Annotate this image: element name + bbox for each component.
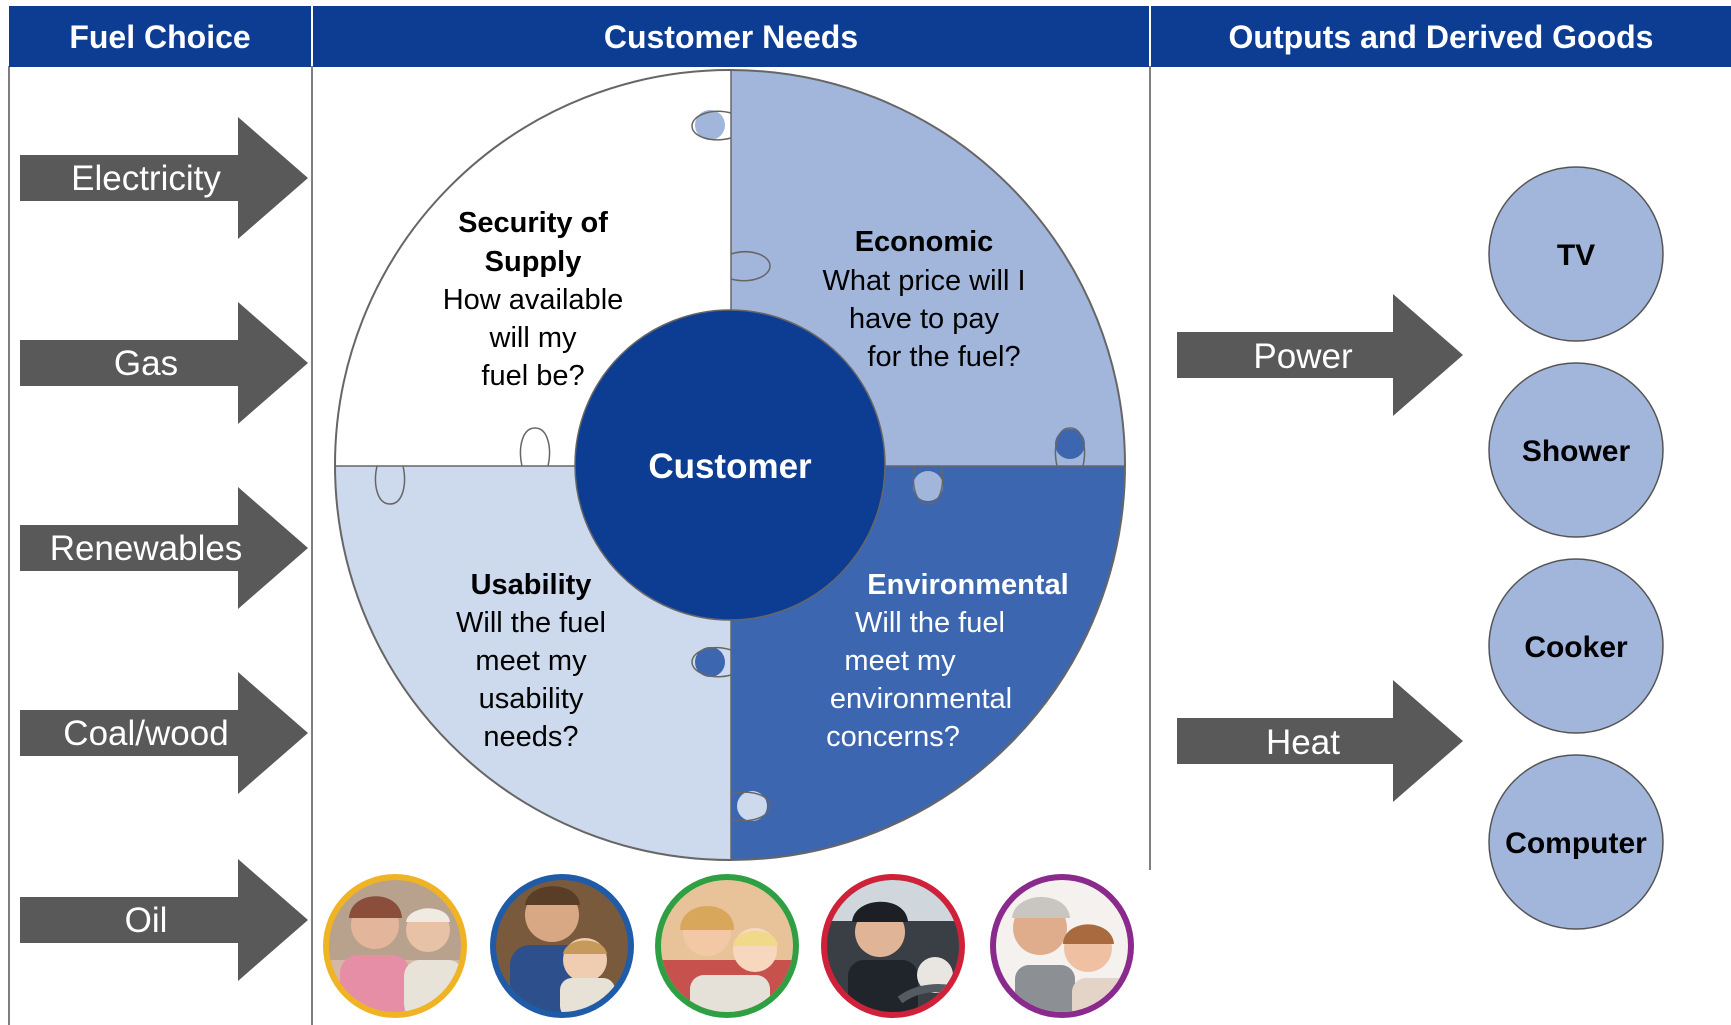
need-title: Security of bbox=[458, 207, 608, 239]
good-tv: TV bbox=[1488, 166, 1664, 342]
need-economic: Economic What price will I have to pay f… bbox=[822, 226, 1025, 373]
derived-goods: TV Shower Cooker Computer bbox=[1488, 166, 1664, 930]
elderly-couple-photo bbox=[323, 874, 467, 1018]
good-label: Computer bbox=[1505, 827, 1647, 860]
output-arrow-power: Power bbox=[1177, 294, 1463, 416]
need-security-of-supply: Security of Supply How available will my… bbox=[443, 207, 624, 392]
header-outputs: Outputs and Derived Goods bbox=[1229, 19, 1654, 55]
good-shower: Shower bbox=[1488, 362, 1664, 538]
fuel-arrows: Electricity Gas Renewables Coal/wood Oil bbox=[20, 117, 308, 981]
output-arrows: Power Heat bbox=[1177, 294, 1463, 802]
need-question: Will the fuel bbox=[456, 607, 606, 639]
need-environmental: Environmental Will the fuel meet my envi… bbox=[826, 569, 1069, 753]
arrow-right-icon bbox=[20, 672, 308, 794]
good-cooker: Cooker bbox=[1488, 558, 1664, 734]
good-circle bbox=[1488, 362, 1664, 538]
driver-photo bbox=[821, 874, 965, 1018]
good-circle bbox=[1488, 166, 1664, 342]
need-question: Will the fuel bbox=[855, 607, 1005, 639]
arrow-right-icon bbox=[1177, 294, 1463, 416]
smiling-couple-photo bbox=[990, 874, 1134, 1018]
fuel-label: Coal/wood bbox=[63, 714, 228, 753]
header-bar: Fuel Choice Customer Needs Outputs and D… bbox=[9, 6, 1731, 67]
header-fuel-choice: Fuel Choice bbox=[69, 19, 250, 55]
mother-and-child-photo bbox=[655, 874, 799, 1018]
header-customer-needs-bg bbox=[313, 6, 1149, 67]
need-question: usability bbox=[479, 683, 584, 715]
customer-center-label: Customer bbox=[648, 447, 812, 486]
output-label: Heat bbox=[1266, 723, 1340, 762]
output-arrow-heat: Heat bbox=[1177, 680, 1463, 802]
need-question: What price will I bbox=[822, 265, 1025, 297]
header-outputs-bg bbox=[1151, 6, 1731, 67]
need-question: fuel be? bbox=[481, 360, 584, 392]
fuel-label: Oil bbox=[125, 901, 168, 940]
need-title: Economic bbox=[855, 226, 994, 258]
good-circle bbox=[1488, 754, 1664, 930]
need-question: How available bbox=[443, 284, 624, 316]
arrow-right-icon bbox=[20, 859, 308, 981]
good-label: Shower bbox=[1522, 435, 1631, 468]
good-computer: Computer bbox=[1488, 754, 1664, 930]
column-frame bbox=[8, 66, 1151, 1025]
need-question: environmental bbox=[830, 683, 1012, 715]
need-question: needs? bbox=[483, 721, 578, 753]
fuel-arrow-renewables: Renewables bbox=[20, 487, 308, 609]
fuel-arrow-electricity: Electricity bbox=[20, 117, 308, 239]
need-question: meet my bbox=[844, 645, 956, 677]
puzzle-tabs bbox=[374, 110, 1086, 822]
need-question: have to pay bbox=[849, 303, 999, 335]
good-label: TV bbox=[1557, 239, 1595, 272]
good-circle bbox=[1488, 558, 1664, 734]
need-question: for the fuel? bbox=[867, 341, 1020, 373]
arrow-right-icon bbox=[20, 117, 308, 239]
need-title: Usability bbox=[471, 569, 592, 601]
fuel-label: Renewables bbox=[50, 529, 243, 568]
fuel-arrow-coal-wood: Coal/wood bbox=[20, 672, 308, 794]
need-question: meet my bbox=[475, 645, 587, 677]
customer-center-circle bbox=[574, 309, 886, 621]
fuel-label: Gas bbox=[114, 344, 178, 383]
father-and-child-photo bbox=[490, 874, 634, 1018]
arrow-right-icon bbox=[1177, 680, 1463, 802]
header-customer-needs: Customer Needs bbox=[604, 19, 858, 55]
arrow-right-icon bbox=[20, 487, 308, 609]
output-label: Power bbox=[1253, 337, 1353, 376]
puzzle-outline bbox=[334, 69, 1126, 861]
header-fuel-choice-bg bbox=[9, 6, 311, 67]
customer-photos bbox=[323, 874, 1134, 1018]
need-usability: Usability Will the fuel meet my usabilit… bbox=[456, 569, 606, 753]
fuel-arrow-gas: Gas bbox=[20, 302, 308, 424]
good-label: Cooker bbox=[1524, 631, 1628, 664]
fuel-arrow-oil: Oil bbox=[20, 859, 308, 981]
need-title: Environmental bbox=[867, 569, 1068, 601]
need-title: Supply bbox=[485, 246, 582, 278]
need-question: concerns? bbox=[826, 721, 960, 753]
customer-needs-puzzle: Customer Security of Supply How availabl… bbox=[334, 69, 1126, 861]
arrow-right-icon bbox=[20, 302, 308, 424]
need-question: will my bbox=[489, 322, 577, 354]
fuel-label: Electricity bbox=[71, 159, 221, 198]
